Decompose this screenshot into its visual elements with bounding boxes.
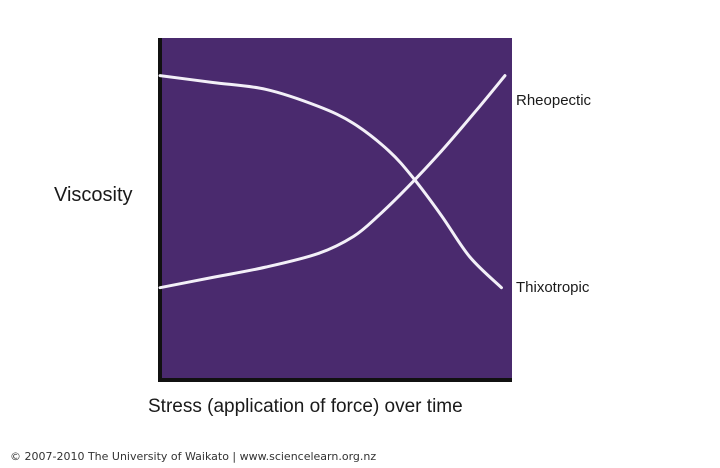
rheopectic-line bbox=[158, 74, 507, 290]
plot-area bbox=[160, 38, 512, 380]
thixotropic-line bbox=[158, 74, 503, 290]
y-axis-label: Viscosity bbox=[54, 184, 133, 206]
copyright-notice: © 2007-2010 The University of Waikato | … bbox=[10, 450, 377, 463]
thixotropic-label: Thixotropic bbox=[516, 279, 590, 296]
x-axis-label: Stress (application of force) over time bbox=[148, 396, 463, 417]
rheopectic-label: Rheopectic bbox=[516, 92, 592, 109]
